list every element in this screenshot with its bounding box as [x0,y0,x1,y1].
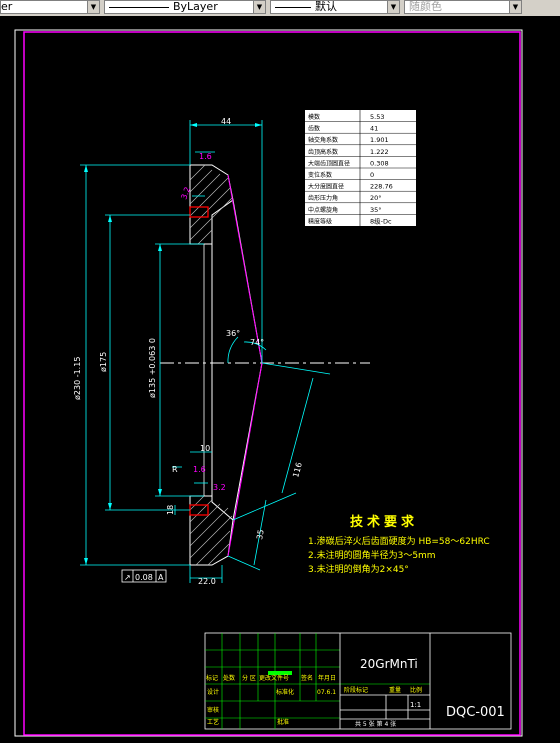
dim-1-6-mid: 1.6 [193,465,206,474]
drawing-svg: 44 1.6 3.2 ø230 -1.15 ø175 ø135 +0.063 0… [14,29,523,737]
label-zone: 分 区 [242,674,256,682]
properties-toolbar: er ▼ ByLayer ▼ 默认 ▼ 随颜色 ▼ [0,0,560,17]
chevron-down-icon[interactable]: ▼ [509,1,521,13]
table-value: 41 [370,125,378,133]
label-date: 年月日 [318,674,336,682]
table-value: 1.901 [370,136,389,144]
label-stage: 阶段标记 [344,686,368,694]
scale-value: 1:1 [410,701,421,709]
label-mark: 标记 [206,674,218,682]
dim-116: 116 [291,461,304,478]
gear-section-bottom [189,495,234,566]
table-label: 齿顶高系数 [308,148,338,156]
table-value: 0.308 [370,159,389,167]
chevron-down-icon[interactable]: ▼ [87,1,99,13]
color-combo-value: 随颜色 [409,0,442,13]
dimension-lines [80,120,331,583]
tech-req-title: 技术要求 [350,514,418,530]
table-label: 齿数 [308,125,320,133]
dim-r: R [172,465,178,474]
dim-1-6-top: 1.6 [199,152,212,161]
tech-req-item: 3.未注明的倒角为2×45° [308,563,409,575]
tolerance-symbol: ↗ [124,573,131,582]
dim-3-2-top: 3.2 [179,186,192,201]
table-value: 0 [370,171,374,179]
linetype-combo-value: er [1,0,13,13]
tech-req-item: 2.未注明的圆角半径为3～5mm [308,549,436,561]
table-label: 模数 [308,113,320,121]
drawing-number: DQC-001 [446,705,505,720]
dim-d135: ø135 +0.063 0 [148,338,157,398]
sheet-info: 共 5 张 第 4 张 [355,720,396,728]
tolerance-datum: A [158,573,164,582]
dim-18: 18 [166,505,175,515]
drawing-canvas[interactable]: 44 1.6 3.2 ø230 -1.15 ø175 ø135 +0.063 0… [0,16,560,739]
dim-74-angle: 74° [250,338,264,347]
tolerance-value: 0.08 [135,573,153,582]
line-sample [275,7,311,8]
dim-d230: ø230 -1.15 [73,357,82,400]
table-label: 中点螺旋角 [308,206,338,214]
label-approve: 批准 [277,718,289,726]
table-label: 变位系数 [308,171,332,179]
chevron-down-icon[interactable]: ▼ [387,1,399,13]
table-value: 8级-Dc [370,216,392,225]
hatch-bottom [189,495,233,566]
plotstyle-combo-value: 默认 [315,0,337,13]
label-date-value: 07.6.1 [317,689,336,696]
dimension-arrows [84,123,262,565]
label-standardize: 标准化 [276,688,294,696]
dim-d175: ø175 [99,352,108,372]
dim-44: 44 [221,117,231,126]
table-value: 35° [370,206,382,214]
line-sample [109,7,169,8]
technical-requirements: 技术要求 1.渗碳后淬火后齿面硬度为 HB=58～62HRC 2.未注明的圆角半… [308,514,490,575]
tolerance-frame: ↗ 0.08 A [121,569,167,583]
table-label: 大分度圆直径 [308,183,344,191]
table-label: 齿形压力角 [308,194,338,202]
tech-req-item: 1.渗碳后淬火后齿面硬度为 HB=58～62HRC [308,535,490,547]
label-design: 设计 [207,688,219,696]
label-sign: 签名 [301,674,313,682]
table-value: 20° [370,194,382,202]
label-count: 处数 [223,674,235,682]
linetype-combo[interactable]: er ▼ [0,0,100,14]
label-weight: 重量 [389,686,401,694]
color-combo[interactable]: 随颜色 ▼ [404,0,522,14]
table-label: 轴交角系数 [308,136,338,144]
dim-3-2-bottom: 3.2 [213,483,226,492]
lineweight-combo-value: ByLayer [173,0,218,13]
hatch-top [189,164,233,245]
material-name: 20GrMnTi [360,657,418,671]
dim-36-angle: 36° [226,329,240,338]
pitch-cone-bottom [227,362,263,557]
dimension-texts: 44 1.6 3.2 ø230 -1.15 ø175 ø135 +0.063 0… [73,117,304,586]
label-review: 审核 [207,706,219,714]
title-block: 20GrMnTi DQC-001 1:1 共 5 张 第 4 张 标记 处数 分… [204,632,512,730]
lineweight-combo[interactable]: ByLayer ▼ [104,0,266,14]
sheet-border [14,29,523,737]
drawing-frame [23,31,521,736]
pitch-cone-top [227,174,263,364]
gear-parameter-table: 模数 5.53 齿数 41 轴交角系数 1.901 齿顶高系数 1.222 大端齿顶圆直径 0.3… [305,110,416,226]
dim-35: 35 [255,529,266,541]
label-change-doc: 更改文件号 [259,674,289,682]
table-label: 大端齿顶圆直径 [308,159,350,167]
table-value: 1.222 [370,148,389,156]
chevron-down-icon[interactable]: ▼ [253,1,265,13]
label-ratio: 比例 [410,686,422,694]
plotstyle-combo[interactable]: 默认 ▼ [270,0,400,14]
dim-22: 22.0 [198,577,216,586]
bolt-hole-top [189,206,209,218]
label-process: 工艺 [207,718,219,726]
table-value: 5.53 [370,113,384,121]
table-label: 精度等级 [308,217,332,225]
table-value: 228.76 [370,183,393,191]
gear-section-top [189,164,234,245]
dim-10: 10 [200,444,210,453]
